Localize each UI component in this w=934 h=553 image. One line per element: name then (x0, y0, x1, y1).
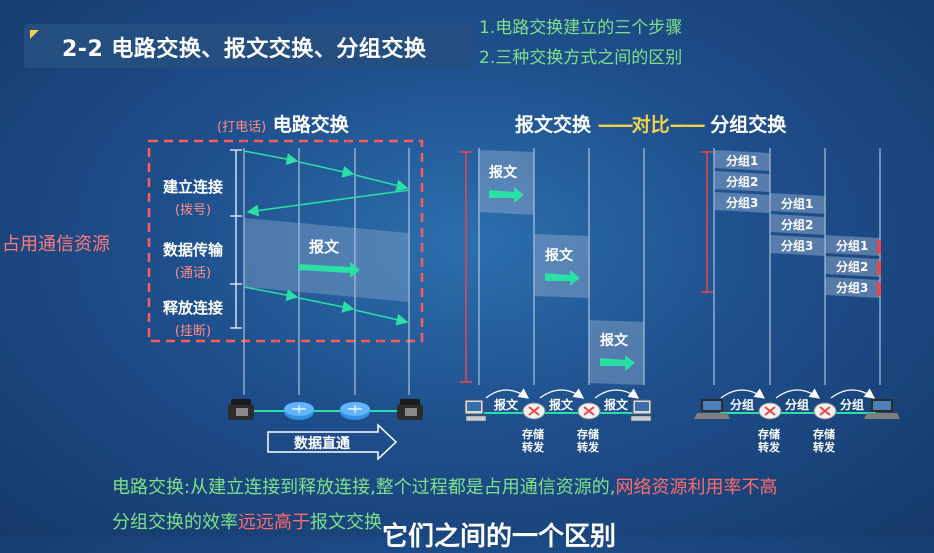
message-blocks (479, 150, 644, 385)
laptop-left-icon (694, 399, 730, 419)
message-hop-arrows (485, 388, 640, 399)
occupy-resource-label: 占用通信资源 (2, 234, 110, 255)
corner-mark-icon (30, 30, 39, 39)
message-label-1: 报文 (489, 164, 518, 181)
message-forward-label-2: 转发 (577, 440, 600, 454)
packet-label-3a: 分组3 (726, 195, 758, 210)
message-hop-label-2: 报文 (549, 397, 574, 412)
data-direct-label: 数据直通 (294, 435, 350, 452)
packet-hop-arrows (720, 388, 876, 399)
packet-label-2c: 分组2 (836, 259, 868, 274)
phone-right-icon (397, 399, 423, 420)
phase-release: 释放连接 (挂断) (148, 297, 238, 339)
phone-left-icon (228, 399, 254, 420)
summary-line-1-b: 网络资源利用率不高 (615, 477, 778, 498)
message-arrow-2-icon (545, 270, 580, 286)
packet-forward-label-1: 转发 (758, 440, 781, 454)
packet-store-label-1: 存储 (758, 427, 780, 441)
laptop-right-icon (864, 399, 900, 419)
packet-label-3b: 分组3 (781, 238, 813, 253)
packet-blocks (714, 150, 880, 298)
packet-router-1-icon (758, 402, 782, 420)
message-timelines (478, 148, 645, 385)
compare-title: 报文交换 ——对比—— 分组交换 (515, 114, 787, 136)
summary-line-1-a: 电路交换:从建立连接到释放连接,整个过程都是占用通信资源的, (112, 477, 616, 498)
setup-arrows (243, 150, 410, 217)
message-hop-label-1: 报文 (494, 397, 519, 412)
phase-release-note: (挂断) (174, 324, 212, 339)
packet-hop-label-3: 分组 (840, 397, 864, 412)
phase-brackets (230, 149, 242, 329)
data-transfer-band (244, 218, 409, 302)
packet-label-1b: 分组1 (781, 196, 813, 211)
phase-transfer-note: (通话) (174, 266, 212, 281)
phase-setup: 建立连接 (拨号) (148, 176, 238, 218)
compare-left-label: 报文交换 (515, 114, 592, 136)
message-store-label-2: 存储 (577, 427, 599, 441)
release-arrows (243, 286, 409, 326)
message-time-bracket (460, 151, 472, 383)
switching-diagram: 报文 数据直通 (147, 139, 900, 461)
packet-store-label-2: 存储 (813, 427, 835, 441)
compare-right-label: 分组交换 (710, 114, 787, 136)
packet-label-2b: 分组2 (781, 217, 813, 232)
message-label-2: 报文 (545, 247, 574, 264)
packet-label-2a: 分组2 (726, 174, 758, 189)
circuit-message-arrow-icon (298, 262, 360, 278)
packet-forward-label-2: 转发 (813, 440, 836, 454)
title-box: 2-2 电路交换、报文交换、分组交换 (24, 24, 472, 68)
point-1: 1.电路交换建立的三个步骤 (479, 18, 683, 38)
summary-line-2-b: 远远高于 (238, 512, 310, 533)
slide-title: 2-2 电路交换、报文交换、分组交换 (62, 37, 427, 62)
packet-label-3c: 分组3 (836, 280, 868, 295)
packet-label-1a: 分组1 (726, 153, 758, 168)
slide: 2-2 电路交换、报文交换、分组交换 1.电路交换建立的三个步骤 2.三种交换方… (2, 18, 900, 534)
point-2: 2.三种交换方式之间的区别 (479, 48, 683, 68)
message-pc-left-icon (464, 399, 487, 422)
message-label-3: 报文 (600, 332, 629, 349)
bottom-caption: 它们之间的一个区别 (382, 522, 617, 552)
message-router-1-icon (522, 402, 546, 420)
packet-hop-label-1: 分组 (730, 397, 754, 412)
summary-line-1: 电路交换:从建立连接到释放连接,整个过程都是占用通信资源的,网络资源利用率不高 (112, 473, 778, 499)
phase-setup-name: 建立连接 (162, 178, 223, 196)
packet-arrive-marks (877, 240, 881, 296)
message-forward-label-1: 转发 (522, 440, 545, 454)
message-arrow-3-icon (600, 355, 635, 371)
packet-time-bracket (701, 151, 713, 293)
circuit-message-label: 报文 (309, 238, 340, 256)
summary-line-2-c: 报文交换 (310, 512, 382, 533)
message-hop-label-3: 报文 (604, 397, 629, 412)
circuit-title: (打电话) 电路交换 (217, 110, 349, 137)
message-router-2-icon (577, 402, 601, 420)
circuit-title-prefix: (打电话) (217, 120, 267, 135)
phase-transfer-name: 数据传输 (162, 241, 223, 259)
packet-label-1c: 分组1 (836, 238, 868, 253)
router-1-icon (284, 402, 314, 420)
compare-vs-label: 对比 (631, 114, 670, 136)
packet-hop-label-2: 分组 (785, 397, 809, 412)
message-store-label-1: 存储 (522, 427, 544, 441)
phase-setup-note: (拨号) (174, 203, 212, 218)
summary-line-2: 分组交换的效率远远高于报文交换 (112, 508, 382, 534)
phase-transfer: 数据传输 (通话) (148, 239, 238, 281)
message-arrow-1-icon (489, 187, 524, 203)
router-2-icon (340, 402, 370, 420)
circuit-dashed-box (147, 139, 424, 343)
message-pc-right-icon (630, 399, 652, 422)
data-direct-arrow-icon (267, 423, 398, 461)
phase-release-name: 释放连接 (162, 299, 223, 317)
packet-router-2-icon (813, 402, 837, 420)
circuit-title-text: 电路交换 (272, 114, 349, 136)
summary-line-2-a: 分组交换的效率 (112, 512, 238, 533)
